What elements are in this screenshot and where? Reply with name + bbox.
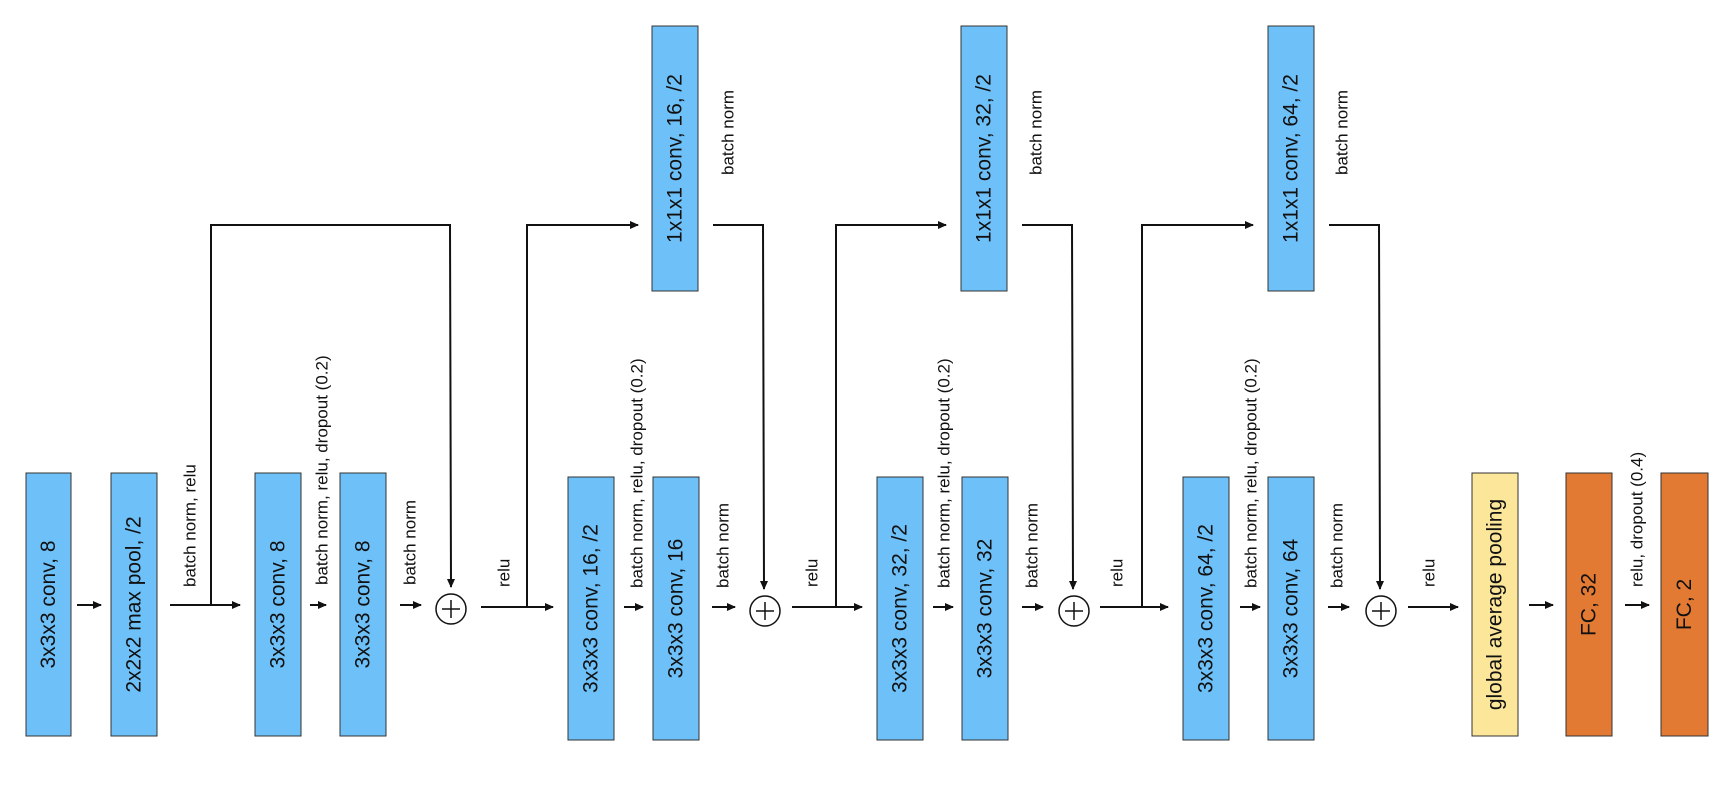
block-fc-2: FC, 2 <box>1660 472 1709 737</box>
block-skip-conv-32: 1x1x1 conv, 32, /2 <box>960 25 1008 292</box>
op-label-relu-3: relu <box>1108 559 1127 587</box>
block-fc-32: FC, 32 <box>1565 472 1613 737</box>
block-conv-initial: 3x3x3 conv, 8 <box>25 472 72 737</box>
sum-node-4 <box>1365 595 1397 627</box>
block-label-global-pool: global average pooling <box>1484 499 1507 710</box>
op-label-batch-norm-skip-64: batch norm <box>1333 90 1352 175</box>
block-label-skip-conv-64: 1x1x1 conv, 64, /2 <box>1280 74 1303 243</box>
block-label-skip-conv-16: 1x1x1 conv, 16, /2 <box>664 74 687 243</box>
block-label-conv-32: 3x3x3 conv, 32 <box>974 539 997 679</box>
block-label-conv-initial: 3x3x3 conv, 8 <box>37 540 60 668</box>
skip-branch-4-in <box>1141 221 1254 607</box>
op-label-bn-relu-dropout-4: batch norm, relu, dropout (0.2) <box>1242 358 1261 588</box>
block-conv-16-down: 3x3x3 conv, 16, /2 <box>567 476 615 741</box>
block-label-fc-32: FC, 32 <box>1578 573 1601 636</box>
op-label-batch-norm-3: batch norm <box>1023 503 1042 588</box>
skip-branch-2-out <box>713 224 768 590</box>
block-label-fc-2: FC, 2 <box>1673 579 1696 630</box>
op-label-relu-1: relu <box>495 559 514 587</box>
block-conv-16: 3x3x3 conv, 16 <box>652 476 700 741</box>
skip-branch-4-out <box>1329 224 1384 590</box>
block-label-conv-16: 3x3x3 conv, 16 <box>665 539 688 679</box>
block-conv-8-a: 3x3x3 conv, 8 <box>254 472 302 737</box>
op-label-bn-relu-dropout-2: batch norm, relu, dropout (0.2) <box>628 358 647 588</box>
op-label-bn-relu-1: batch norm, relu <box>181 464 200 587</box>
block-conv-64-down: 3x3x3 conv, 64, /2 <box>1182 476 1230 741</box>
op-label-relu-4: relu <box>1420 559 1439 587</box>
block-global-pool: global average pooling <box>1471 472 1519 737</box>
block-max-pool: 2x2x2 max pool, /2 <box>110 472 158 737</box>
block-conv-32: 3x3x3 conv, 32 <box>961 476 1009 741</box>
block-label-conv-64-down: 3x3x3 conv, 64, /2 <box>1195 524 1218 693</box>
op-label-relu-dropout-04: relu, dropout (0.4) <box>1628 452 1647 587</box>
block-conv-8-b: 3x3x3 conv, 8 <box>339 472 387 737</box>
op-label-bn-relu-dropout-3: batch norm, relu, dropout (0.2) <box>935 358 954 588</box>
skip-connection-1 <box>210 224 455 605</box>
block-skip-conv-16: 1x1x1 conv, 16, /2 <box>651 25 699 292</box>
op-label-batch-norm-skip-16: batch norm <box>719 90 738 175</box>
skip-branch-3-in <box>835 221 947 607</box>
block-skip-conv-64: 1x1x1 conv, 64, /2 <box>1267 25 1315 292</box>
op-label-batch-norm-2: batch norm <box>714 503 733 588</box>
op-label-batch-norm-1: batch norm <box>401 500 420 585</box>
block-label-max-pool: 2x2x2 max pool, /2 <box>123 516 146 692</box>
skip-branch-3-out <box>1022 224 1077 590</box>
block-label-conv-8-a: 3x3x3 conv, 8 <box>267 540 290 668</box>
op-label-bn-relu-dropout-1: batch norm, relu, dropout (0.2) <box>313 355 332 585</box>
block-label-conv-32-down: 3x3x3 conv, 32, /2 <box>889 524 912 693</box>
operation-labels: batch norm, relu batch norm, relu, dropo… <box>181 90 1647 588</box>
block-label-conv-8-b: 3x3x3 conv, 8 <box>352 540 375 668</box>
op-label-batch-norm-4: batch norm <box>1328 503 1347 588</box>
sum-node-3 <box>1058 595 1090 627</box>
block-label-skip-conv-32: 1x1x1 conv, 32, /2 <box>973 74 996 243</box>
sum-node-2 <box>749 595 781 627</box>
connections <box>77 221 1650 611</box>
block-conv-32-down: 3x3x3 conv, 32, /2 <box>876 476 924 741</box>
op-label-batch-norm-skip-32: batch norm <box>1027 90 1046 175</box>
skip-branch-2-in <box>526 221 639 607</box>
block-conv-64: 3x3x3 conv, 64 <box>1267 476 1315 741</box>
op-label-relu-2: relu <box>803 559 822 587</box>
sum-node-1 <box>435 593 467 625</box>
block-label-conv-16-down: 3x3x3 conv, 16, /2 <box>580 524 603 693</box>
block-label-conv-64: 3x3x3 conv, 64 <box>1280 538 1303 678</box>
